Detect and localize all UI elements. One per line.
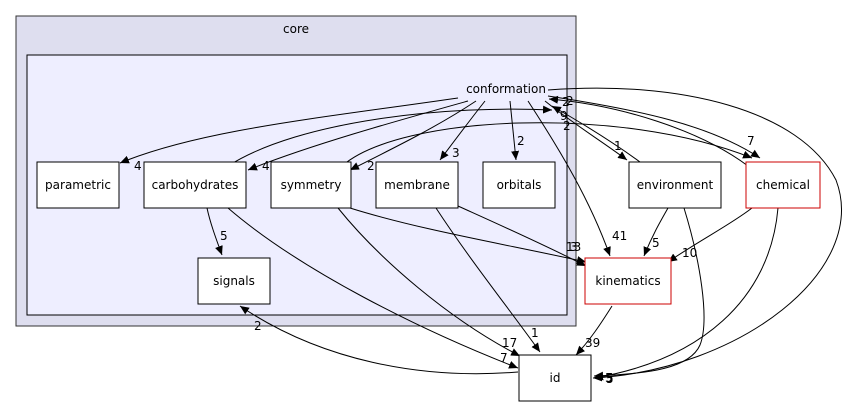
svg-text:4: 4 — [134, 159, 142, 173]
node-orbitals[interactable]: orbitals — [482, 161, 556, 209]
edge-conformation-parametric: 4 — [119, 97, 459, 173]
svg-text:4: 4 — [262, 159, 270, 173]
svg-text:41: 41 — [612, 229, 627, 243]
node-conformation[interactable]: conformation — [466, 82, 546, 96]
node-symmetry-label: symmetry — [281, 178, 342, 192]
edge-carbohydrates-conformation: 2 — [227, 105, 571, 167]
edge-symmetry-kinematics: 13 — [349, 207, 587, 264]
node-membrane[interactable]: membrane — [375, 161, 459, 209]
node-chemical[interactable]: chemical — [745, 161, 821, 209]
edge-environment-conformation: 2 — [551, 95, 641, 163]
svg-text:13: 13 — [566, 240, 581, 254]
node-conformation-label: conformation — [466, 82, 546, 96]
node-kinematics-box — [584, 257, 672, 305]
node-carbohydrates-box — [143, 161, 247, 209]
edge-membrane-id: 1 — [435, 207, 541, 353]
edge-chemical-kinematics: 10 — [667, 207, 753, 263]
svg-text:7: 7 — [500, 351, 508, 365]
node-id-label: id — [550, 371, 561, 385]
edge-environment-id: 5 — [593, 207, 705, 385]
node-chemical-label: chemical — [756, 178, 810, 192]
edge-environment-kinematics: 5 — [643, 207, 669, 257]
svg-text:2: 2 — [563, 119, 571, 133]
svg-text:2: 2 — [562, 95, 570, 109]
node-environment-label: environment — [637, 178, 714, 192]
node-signals-label: signals — [213, 274, 255, 288]
node-chemical-box — [745, 161, 821, 209]
svg-text:5: 5 — [606, 371, 614, 385]
nodes-layer: conformation parametric carbohydrates sy… — [36, 82, 821, 402]
edge-membrane-kinematics: 3 — [457, 205, 587, 267]
node-parametric[interactable]: parametric — [36, 161, 120, 209]
svg-text:3: 3 — [452, 146, 460, 160]
svg-text:5: 5 — [652, 236, 660, 250]
edge-chemical-id: 5 — [593, 207, 779, 386]
node-kinematics[interactable]: kinematics — [584, 257, 672, 305]
node-symmetry[interactable]: symmetry — [270, 161, 352, 209]
node-orbitals-label: orbitals — [497, 178, 542, 192]
edge-chemical-conformation: 2 — [548, 94, 749, 167]
edge-conformation-id: 5 — [547, 87, 842, 385]
edge-carbohydrates-id: 7 — [227, 207, 519, 369]
node-parametric-box — [36, 161, 120, 209]
edge-conformation-carbohydrates: 4 — [247, 100, 469, 173]
svg-text:9: 9 — [560, 109, 568, 123]
node-symmetry-box — [270, 161, 352, 209]
node-orbitals-box — [482, 161, 556, 209]
node-carbohydrates-label: carbohydrates — [152, 178, 239, 192]
node-membrane-box — [375, 161, 459, 209]
svg-text:2: 2 — [566, 94, 574, 108]
svg-text:17: 17 — [502, 336, 517, 350]
edge-id-signals: 2 — [239, 305, 519, 375]
edge-kinematics-id: 39 — [575, 305, 613, 356]
edge-conformation-chemical: 7 — [547, 95, 761, 159]
svg-text:5: 5 — [606, 372, 614, 386]
node-signals-box — [197, 257, 271, 305]
edges-layer: 4 4 2 3 2 41 1 — [119, 87, 842, 386]
edge-carbohydrates-signals: 5 — [206, 207, 228, 256]
node-signals[interactable]: signals — [197, 257, 271, 305]
svg-text:7: 7 — [747, 134, 755, 148]
node-environment-box — [628, 161, 722, 209]
svg-text:3: 3 — [570, 240, 578, 254]
node-membrane-label: membrane — [384, 178, 450, 192]
edge-conformation-symmetry: 2 — [349, 100, 477, 173]
svg-text:2: 2 — [367, 159, 375, 173]
node-kinematics-label: kinematics — [595, 274, 660, 288]
edge-conformation-membrane: 3 — [439, 100, 486, 161]
svg-text:2: 2 — [517, 134, 525, 148]
node-environment[interactable]: environment — [628, 161, 722, 209]
cluster-core-label: core — [283, 22, 309, 36]
node-carbohydrates[interactable]: carbohydrates — [143, 161, 247, 209]
node-id-box — [518, 354, 592, 402]
svg-text:1: 1 — [531, 326, 539, 340]
edge-symmetry-chemical: 9 — [341, 109, 753, 167]
edge-conformation-orbitals: 2 — [509, 100, 525, 161]
svg-text:39: 39 — [585, 336, 600, 350]
edge-conformation-kinematics: 41 — [527, 100, 627, 257]
node-parametric-label: parametric — [45, 178, 111, 192]
node-id[interactable]: id — [518, 354, 592, 402]
edge-symmetry-id: 17 — [337, 207, 521, 357]
svg-text:2: 2 — [254, 319, 262, 333]
svg-text:5: 5 — [220, 229, 228, 243]
svg-text:10: 10 — [682, 246, 697, 260]
svg-text:5: 5 — [605, 371, 613, 385]
